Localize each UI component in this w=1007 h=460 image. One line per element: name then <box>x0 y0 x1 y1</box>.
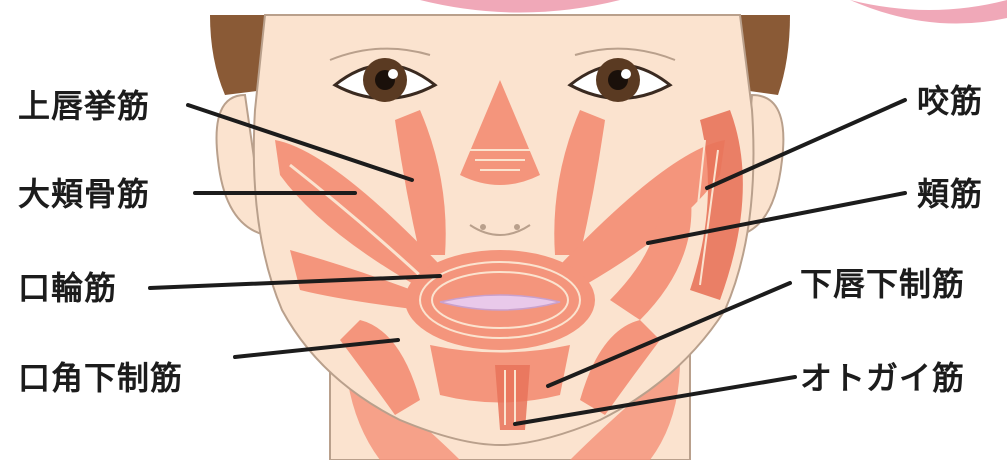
label-depressor-labii: 下唇下制筋 <box>800 268 965 300</box>
label-depressor-anguli: 口角下制筋 <box>18 362 183 394</box>
pink-background-shape <box>850 0 1007 24</box>
label-zygomaticus: 大頬骨筋 <box>18 178 150 210</box>
label-buccinator: 頬筋 <box>917 178 983 210</box>
label-mentalis: オトガイ筋 <box>800 362 965 394</box>
label-masseter: 咬筋 <box>917 85 983 117</box>
label-orbicularis: 口輪筋 <box>18 272 117 304</box>
label-levator-labii: 上唇挙筋 <box>18 90 150 122</box>
pink-background-shape <box>420 0 620 13</box>
mentalis-muscle <box>495 365 530 430</box>
